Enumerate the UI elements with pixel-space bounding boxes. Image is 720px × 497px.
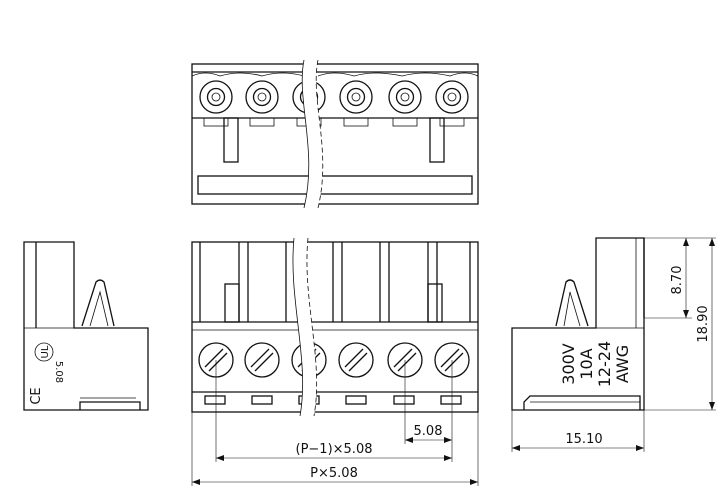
voltage-rating: 300V	[559, 343, 578, 385]
dim-side-height-upper: 8.70	[670, 266, 685, 295]
ce-mark: CE	[29, 387, 44, 404]
front-view-outline	[191, 241, 479, 413]
dim-overall-width: P×5.08	[310, 466, 358, 481]
break-lines	[292, 59, 324, 417]
left-pitch-mark: 5.08	[53, 361, 64, 383]
dimension-lines	[191, 237, 716, 486]
dimension-labels: (P−1)×5.08 5.08 P×5.08 15.10 8.70 18.90	[296, 266, 711, 481]
front-screw-heads	[198, 342, 470, 378]
top-view	[191, 63, 479, 205]
rating-markings: 300V 10A 12-24 AWG	[559, 341, 632, 388]
right-side-view: 300V 10A 12-24 AWG	[511, 237, 645, 411]
dim-pitch-single: 5.08	[414, 424, 443, 439]
wire-gauge-range: 12-24	[595, 341, 614, 388]
front-dividers	[199, 242, 471, 322]
dim-side-depth: 15.10	[565, 432, 602, 447]
top-screw-holes	[199, 80, 469, 114]
left-side-view: UL CE 5.08	[23, 241, 149, 411]
current-rating: 10A	[577, 348, 596, 379]
wire-gauge-unit: AWG	[613, 345, 632, 383]
svg-text:UL: UL	[40, 345, 51, 358]
dim-pitch-total: (P−1)×5.08	[296, 442, 373, 457]
top-view-outline	[191, 63, 479, 205]
front-wire-slots	[204, 395, 462, 405]
dim-side-height-total: 18.90	[696, 305, 711, 342]
front-view	[191, 241, 479, 413]
ul-logo-icon: UL	[34, 342, 54, 362]
top-tabs	[203, 117, 465, 127]
